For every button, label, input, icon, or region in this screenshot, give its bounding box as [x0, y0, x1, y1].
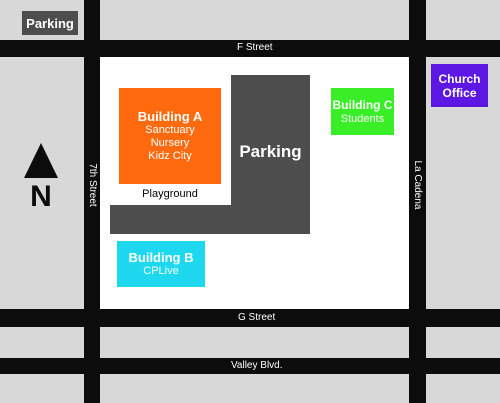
playground-label: Playground: [142, 188, 198, 200]
building-c: Building C Students: [331, 88, 394, 135]
building-c-name: Building C: [332, 97, 393, 112]
parking-sign-label: Parking: [26, 15, 74, 31]
building-a-room-nursery: Nursery: [150, 137, 190, 149]
la-cadena-label: La Cadena: [412, 160, 423, 210]
g-street-road: [0, 309, 500, 327]
building-b-name: Building B: [128, 250, 194, 265]
building-a-room-sanctuary: Sanctuary: [145, 124, 195, 136]
building-c-room-students: Students: [340, 112, 385, 125]
f-street-label: F Street: [237, 42, 273, 53]
f-street-road: [0, 40, 500, 57]
campus-parking-strip: [110, 205, 310, 234]
campus-parking-label: Parking: [239, 142, 302, 161]
building-b: Building B CPLive: [117, 241, 205, 287]
la-cadena-road: [409, 0, 426, 403]
valley-blvd-road: [0, 358, 500, 374]
church-office-line-2: Office: [442, 85, 477, 100]
church-office-line-1: Church: [438, 71, 481, 86]
church-office: Church Office: [431, 64, 488, 107]
building-a: Building A Sanctuary Nursery Kidz City: [119, 88, 221, 184]
building-b-room-cplive: CPLive: [143, 265, 179, 277]
7th-street-label: 7th Street: [87, 163, 98, 207]
valley-blvd-label: Valley Blvd.: [231, 360, 283, 371]
g-street-label: G Street: [238, 312, 276, 323]
compass-label: N: [30, 180, 52, 213]
parking-sign: Parking: [22, 11, 78, 35]
north-arrow-icon: [24, 143, 58, 178]
building-a-room-kidz-city: Kidz City: [148, 150, 192, 162]
building-a-name: Building A: [137, 109, 203, 124]
7th-street-road: [84, 0, 100, 403]
